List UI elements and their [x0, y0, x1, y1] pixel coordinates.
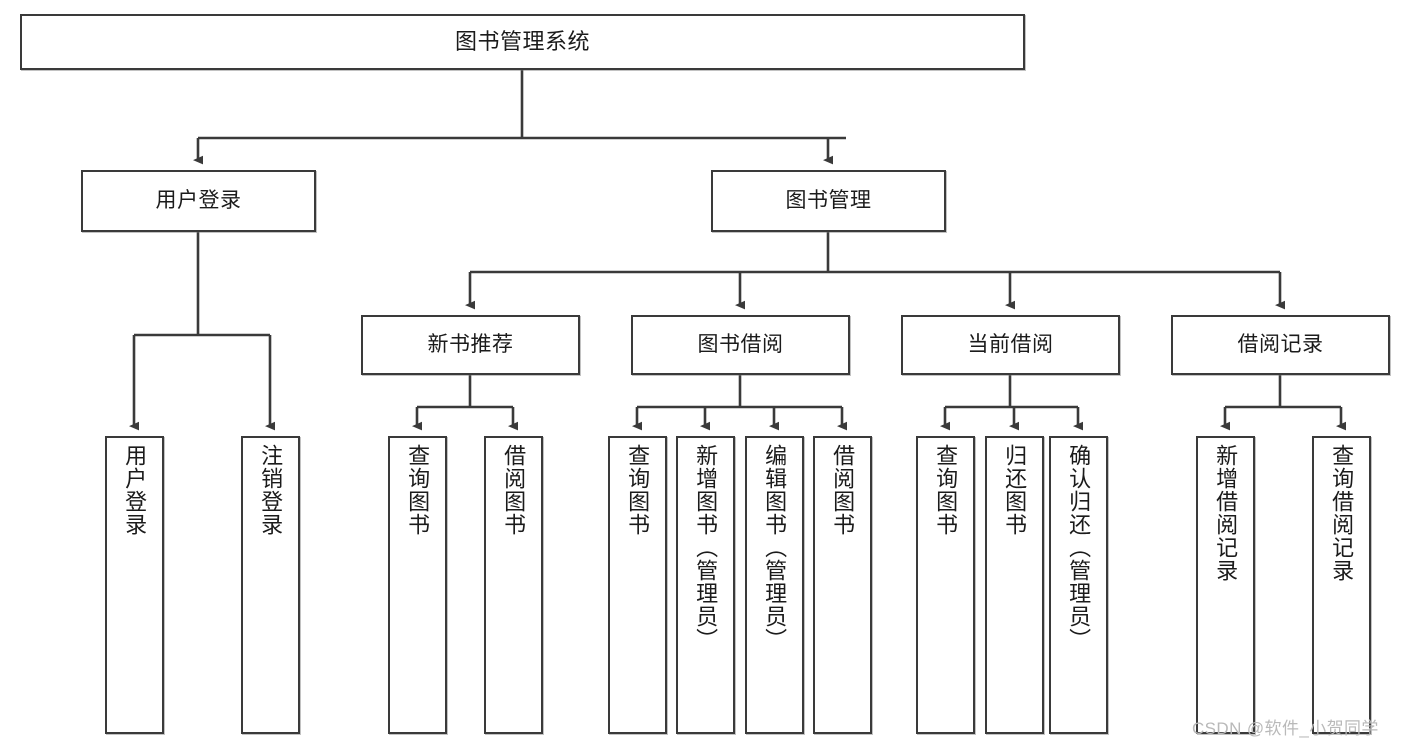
leaf-add-borrow-record[interactable]: 新增借阅记录 — [1196, 436, 1255, 734]
leaf-confirm-return-admin-label: 确认归还（管理员） — [1066, 444, 1092, 651]
leaf-logout[interactable]: 注销登录 — [241, 436, 300, 734]
node-book-management[interactable]: 图书管理 — [711, 170, 946, 232]
node-book-management-label: 图书管理 — [785, 188, 872, 212]
leaf-edit-book-admin-label: 编辑图书（管理员） — [762, 444, 788, 651]
leaf-user-login[interactable]: 用户登录 — [105, 436, 164, 734]
leaf-query-book-current[interactable]: 查询图书 — [916, 436, 975, 734]
node-root-label: 图书管理系统 — [454, 29, 590, 55]
leaf-query-borrow-record-label: 查询借阅记录 — [1329, 444, 1355, 582]
node-borrow-record[interactable]: 借阅记录 — [1171, 315, 1390, 375]
leaf-borrow-book-newbook-label: 借阅图书 — [501, 444, 527, 536]
leaf-lend-book-label: 借阅图书 — [830, 444, 856, 536]
csdn-watermark: CSDN @软件_小贺同学 — [1192, 719, 1379, 738]
leaf-query-book-borrow[interactable]: 查询图书 — [608, 436, 667, 734]
leaf-query-borrow-record[interactable]: 查询借阅记录 — [1312, 436, 1371, 734]
leaf-user-login-label: 用户登录 — [122, 444, 148, 536]
leaf-borrow-book-newbook[interactable]: 借阅图书 — [484, 436, 543, 734]
leaf-query-book-borrow-label: 查询图书 — [625, 444, 651, 536]
leaf-query-book-newbook[interactable]: 查询图书 — [388, 436, 447, 734]
node-borrow-record-label: 借阅记录 — [1237, 332, 1324, 356]
node-book-borrow-label: 图书借阅 — [697, 332, 784, 356]
node-new-book-recommend-label: 新书推荐 — [427, 332, 514, 356]
leaf-edit-book-admin[interactable]: 编辑图书（管理员） — [745, 436, 804, 734]
leaf-logout-label: 注销登录 — [258, 444, 284, 536]
leaf-add-book-admin-label: 新增图书（管理员） — [693, 444, 719, 651]
leaf-return-book-label: 归还图书 — [1002, 444, 1028, 536]
node-current-borrow-label: 当前借阅 — [967, 332, 1054, 356]
leaf-return-book[interactable]: 归还图书 — [985, 436, 1044, 734]
leaf-query-book-newbook-label: 查询图书 — [405, 444, 431, 536]
leaf-add-book-admin[interactable]: 新增图书（管理员） — [676, 436, 735, 734]
leaf-query-book-current-label: 查询图书 — [933, 444, 959, 536]
leaf-add-borrow-record-label: 新增借阅记录 — [1213, 444, 1239, 582]
node-new-book-recommend[interactable]: 新书推荐 — [361, 315, 580, 375]
node-current-borrow[interactable]: 当前借阅 — [901, 315, 1120, 375]
node-user-login[interactable]: 用户登录 — [81, 170, 316, 232]
node-user-login-label: 用户登录 — [155, 188, 242, 212]
leaf-lend-book[interactable]: 借阅图书 — [813, 436, 872, 734]
node-root[interactable]: 图书管理系统 — [20, 14, 1025, 70]
node-book-borrow[interactable]: 图书借阅 — [631, 315, 850, 375]
leaf-confirm-return-admin[interactable]: 确认归还（管理员） — [1049, 436, 1108, 734]
